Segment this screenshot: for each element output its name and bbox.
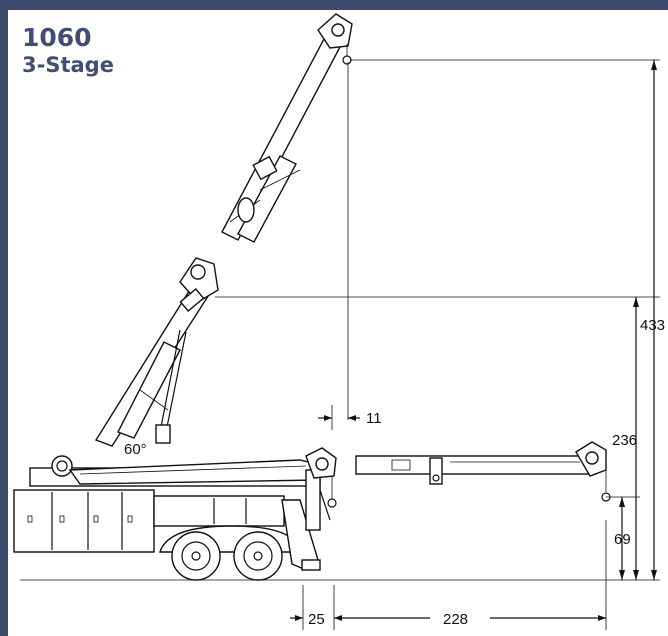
dim-228: 228 [443,611,468,628]
dimension-lines [20,59,660,630]
dim-25: 25 [308,611,325,628]
boom-extended-horizontal [355,441,611,502]
dim-236: 236 [612,432,637,449]
truck-body [13,447,337,581]
angle-60: 60° [124,441,147,458]
dim-433: 433 [640,317,665,334]
dim-11: 11 [366,410,382,427]
boom-extended-top [221,13,353,243]
model-number: 1060 [22,23,92,52]
title-block: 1060 3-Stage [22,23,114,77]
boom-elevated-mid [94,257,219,447]
stage-label: 3-Stage [22,52,114,77]
dim-69: 69 [614,531,631,548]
